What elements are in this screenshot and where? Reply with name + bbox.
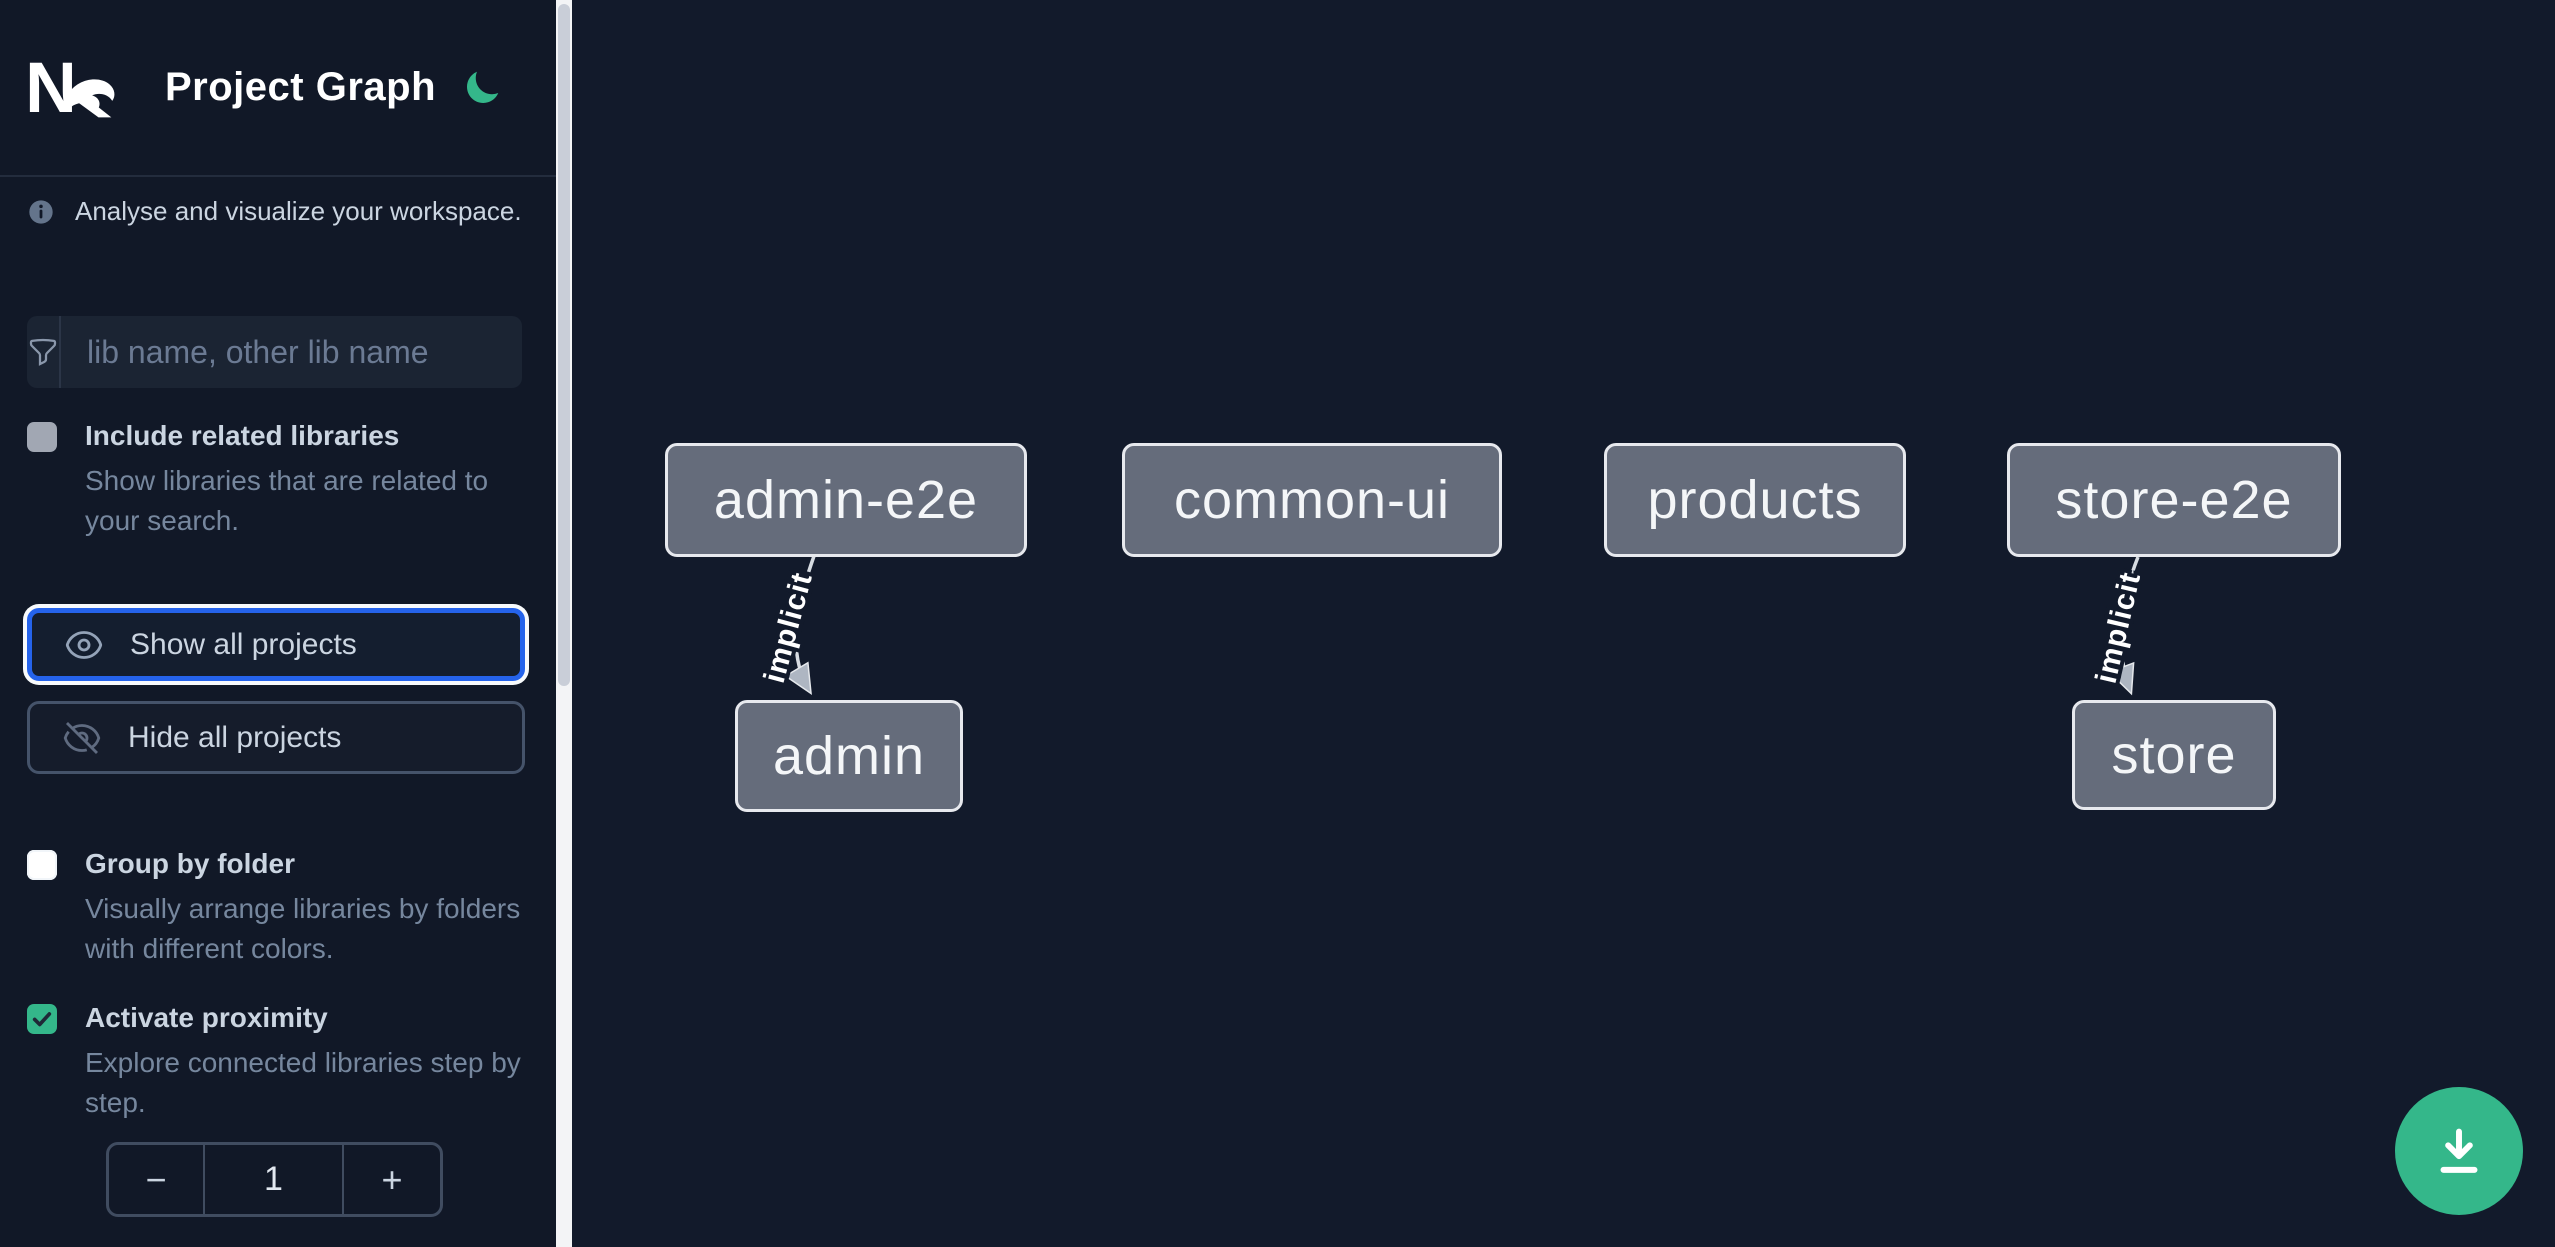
sidebar: N Project Graph Analyse and visualize yo…	[0, 0, 556, 1247]
graph-edges: implicit implicit	[754, 555, 2152, 696]
group-by-folder-label[interactable]: Group by folder	[85, 848, 295, 879]
filter-funnel-icon	[29, 338, 57, 366]
option-group-by-folder: Group by folder Visually arrange librari…	[27, 848, 529, 969]
download-graph-button[interactable]	[2395, 1087, 2523, 1215]
graph-node-common-ui[interactable]: common-ui	[1122, 443, 1502, 557]
activate-proximity-checkbox[interactable]	[27, 1004, 57, 1034]
activate-proximity-description: Explore connected libraries step by step…	[85, 1047, 521, 1118]
show-all-projects-label: Show all projects	[130, 627, 357, 661]
nx-logo: N	[25, 55, 115, 121]
library-filter-input[interactable]	[61, 316, 522, 388]
tagline-row: Analyse and visualize your workspace.	[27, 196, 527, 227]
stepper-increment-button[interactable]: +	[342, 1145, 440, 1214]
graph-node-admin-e2e[interactable]: admin-e2e	[665, 443, 1027, 557]
graph-node-products[interactable]: products	[1604, 443, 1906, 557]
activate-proximity-label[interactable]: Activate proximity	[85, 1002, 328, 1033]
edge-admin-e2e-admin[interactable]	[784, 555, 816, 695]
hide-all-projects-label: Hide all projects	[128, 720, 342, 754]
hide-all-projects-button[interactable]: Hide all projects	[27, 701, 525, 774]
sidebar-scrollbar-thumb[interactable]	[558, 4, 570, 686]
sidebar-header: N Project Graph	[0, 0, 556, 177]
theme-toggle-button[interactable]	[460, 66, 504, 110]
eye-off-icon	[63, 721, 101, 754]
eye-icon	[65, 630, 103, 659]
include-related-label[interactable]: Include related libraries	[85, 420, 400, 451]
include-related-checkbox[interactable]	[27, 422, 57, 452]
edge-label-implicit-1[interactable]: implicit	[754, 565, 823, 691]
tagline-text: Analyse and visualize your workspace.	[75, 196, 522, 226]
info-icon	[29, 199, 53, 224]
edge-store-e2e-store[interactable]	[2107, 556, 2140, 696]
graph-node-store-e2e[interactable]: store-e2e	[2007, 443, 2341, 557]
stepper-decrement-button[interactable]: −	[109, 1145, 205, 1214]
stepper-value[interactable]: 1	[264, 1160, 283, 1198]
graph-canvas[interactable]: implicit implicit admin-e2e common-ui pr…	[572, 0, 2555, 1247]
option-include-related-libraries: Include related libraries Show libraries…	[27, 420, 529, 541]
group-by-folder-description: Visually arrange libraries by folders wi…	[85, 893, 521, 964]
svg-text:N: N	[25, 55, 77, 121]
proximity-depth-stepper: − 1 +	[106, 1142, 443, 1217]
graph-node-store[interactable]: store	[2072, 700, 2276, 810]
show-all-projects-button[interactable]: Show all projects	[27, 608, 525, 681]
graph-node-admin[interactable]: admin	[735, 700, 963, 812]
include-related-description: Show libraries that are related to your …	[85, 465, 489, 536]
download-icon	[2440, 1128, 2478, 1173]
search-box	[27, 316, 522, 388]
option-activate-proximity: Activate proximity Explore connected lib…	[27, 1002, 529, 1123]
page-title: Project Graph	[165, 65, 437, 109]
search-icon-cell	[27, 316, 61, 388]
moon-icon	[467, 71, 499, 103]
edge-label-implicit-2[interactable]: implicit	[2086, 565, 2152, 691]
group-by-folder-checkbox[interactable]	[27, 850, 57, 880]
checkmark-icon	[32, 1012, 52, 1027]
